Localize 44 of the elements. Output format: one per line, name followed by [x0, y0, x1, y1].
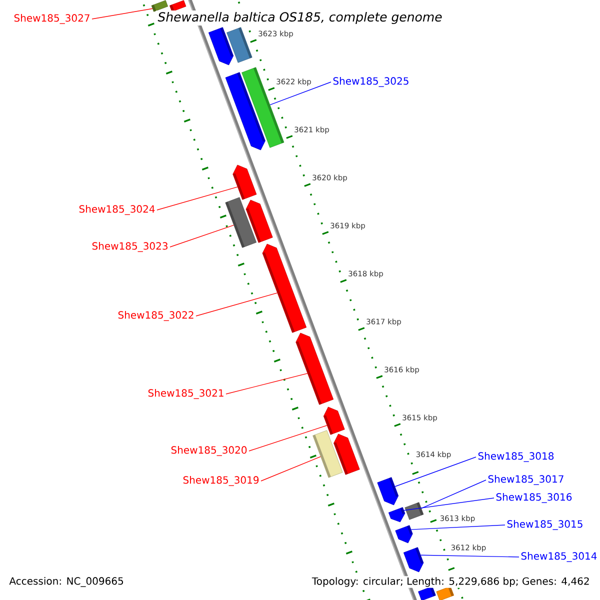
- gene-feature: [246, 200, 273, 243]
- gene-label: Shew185_3018: [478, 452, 554, 462]
- leader-line: [260, 456, 321, 482]
- gene-label: Shew185_3024: [79, 205, 155, 215]
- leader-line: [410, 524, 506, 530]
- gene-feature: [296, 332, 334, 405]
- gene-label: Shew185_3016: [496, 493, 572, 503]
- leader-line: [270, 82, 332, 106]
- gene-label: Shew185_3025: [333, 77, 408, 87]
- gene-feature: [208, 27, 234, 66]
- leader-line: [404, 498, 494, 511]
- gene-label: Shew185_3023: [92, 242, 168, 252]
- leader-line: [420, 554, 520, 558]
- leader-line: [248, 425, 328, 452]
- gene-label: Shew185_3020: [171, 446, 247, 456]
- gene-feature: [262, 244, 307, 333]
- leader-line: [170, 224, 234, 248]
- gene-feature: [388, 507, 406, 522]
- leader-line: [156, 186, 238, 210]
- gene-label: Shew185_3017: [488, 475, 564, 485]
- gene-label: Shew185_3015: [507, 520, 582, 530]
- gene-feature: [403, 547, 424, 572]
- title: Shewanella baltica OS185, complete genome: [156, 10, 444, 26]
- gene-feature: [151, 0, 168, 12]
- gene-feature: [323, 406, 345, 435]
- gene-label: Shew185_3027: [14, 14, 90, 24]
- gene-label: Shew185_3022: [118, 311, 194, 321]
- gene-feature: [232, 164, 257, 200]
- gene-feature: [225, 197, 257, 248]
- leader-line: [196, 292, 278, 316]
- gene-feature: [404, 502, 424, 520]
- gene-label: Shew185_3014: [521, 552, 597, 562]
- leader-line: [421, 480, 486, 509]
- gene-label: Shew185_3019: [183, 476, 259, 486]
- gene-feature: [334, 434, 360, 475]
- gene-feature: [395, 525, 413, 544]
- leader-line: [226, 373, 308, 394]
- accession-text: Accession: NC_009665: [8, 576, 125, 588]
- gene-feature: [226, 27, 252, 63]
- gene-feature: [312, 430, 343, 478]
- leader-line: [394, 456, 476, 487]
- leader-line: [92, 8, 153, 20]
- genome-info-text: Topology: circular; Length: 5,229,686 bp; Genes: 4,462: [310, 576, 591, 588]
- gene-label: Shew185_3021: [148, 389, 224, 399]
